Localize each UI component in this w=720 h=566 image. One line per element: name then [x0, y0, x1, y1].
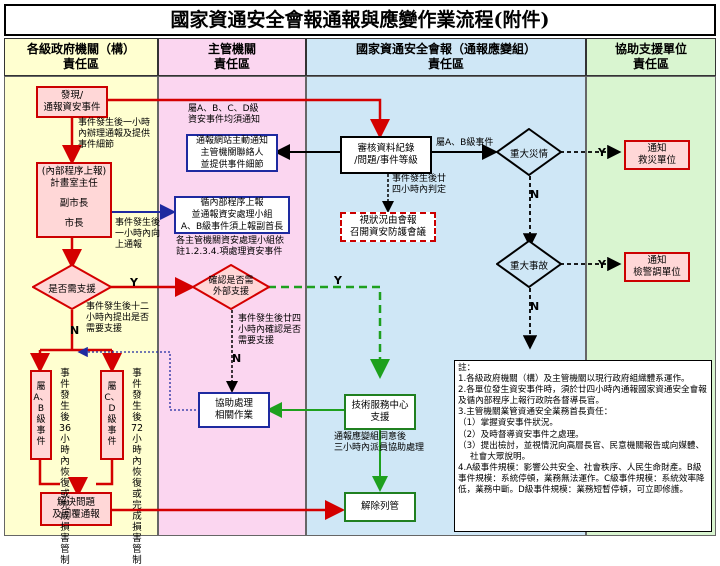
- major-event-diamond[interactable]: [496, 240, 562, 288]
- internal-report-box[interactable]: 循內部程序上報 並通報資安處理小組 A、B級事件須上報副首長: [174, 196, 290, 234]
- note-confirm-1hr: 事件發生後 一小時內向 上通報: [115, 218, 161, 250]
- yes-label-confirm: Y: [334, 274, 342, 287]
- legend-note-3: 3.主管機關業管資通安全業務首長責任：: [458, 407, 613, 418]
- arrow-ab-to-resolve: [38, 460, 60, 486]
- note-abcd-notify: 屬A、B、C、D級 資安事件均須通知: [188, 104, 261, 125]
- flow-connectors: [30, 98, 622, 520]
- review-box[interactable]: 審核資料紀錄 /問題/事件等級: [340, 136, 432, 174]
- notify-authority-box[interactable]: 通報網站主動通知 主管機關聯絡人 並提供事件細節: [186, 134, 278, 172]
- column-header-authority: 主管機關責任區: [158, 38, 306, 76]
- police-unit-box[interactable]: 通知 檢警調單位: [624, 252, 690, 282]
- close-case-box[interactable]: 解除列管: [344, 492, 416, 522]
- legend-note-2: 2.各單位發生資安事件時，須於廿四小時內通報國家資通安全會報及循內部程序上報行政…: [458, 385, 707, 407]
- class-ab-box[interactable]: 屬 A、B 級 事 件: [30, 370, 52, 460]
- internal-chain-box[interactable]: (內部程序上報) 計畫室主任 副市長 市長: [36, 162, 112, 238]
- need-support-label: 是否需支援: [48, 284, 96, 295]
- assist-box[interactable]: 協助處理 相關作業: [198, 392, 270, 428]
- legend-note-3-2: （2）及時督導資安事件之處理。: [458, 429, 584, 440]
- note-24hr-support: 事件發生後廿四 小時內確認是否 需要支援: [238, 314, 302, 346]
- deputy-mayor-label: 副市長: [59, 198, 89, 209]
- confirm-support-label: 確認是否需 外部支援: [208, 276, 254, 297]
- note-major-class: 屬A、B級事件: [436, 138, 494, 148]
- note-12hr-support: 事件發生後十二 小時內提出是否 需要支援: [86, 302, 150, 334]
- class-cd-box[interactable]: 屬 C、D 級 事 件: [100, 370, 124, 460]
- column-header-support: 協助支援單位責任區: [586, 38, 716, 76]
- rescue-unit-box[interactable]: 通知 救災單位: [624, 140, 690, 170]
- legend-note-3-1: （1）掌握資安事件狀況。: [458, 418, 558, 429]
- note-ab-recover: 事件發生後36小時內恢復或完成損害管制: [58, 368, 72, 566]
- major-disaster-diamond[interactable]: [496, 128, 562, 176]
- column-header-council: 國家資通安全會報（通報應變組）責任區: [306, 38, 586, 76]
- report-incident-box[interactable]: 發現/ 通報資安事件: [36, 86, 108, 118]
- legend-note-heading: 註：: [458, 363, 476, 373]
- column-header-agencies: 各級政府機關（構）責任區: [4, 38, 158, 76]
- note-tech-3hr: 通報應變組同意後 三小時內派員協助處理: [334, 432, 425, 453]
- no-label-disaster: N: [530, 188, 540, 201]
- resolve-report-box[interactable]: 解決問題 及回覆通報: [40, 492, 112, 526]
- legend-notes-panel: 註： 1.各級政府機關（構）及主管機關以現行政府組織體系運作。 2.各單位發生資…: [454, 360, 712, 532]
- arrow-assist-to-agency: [77, 346, 196, 411]
- no-label-event: N: [530, 300, 540, 313]
- note-report-1hr: 事件發生後一小時 內辦理通報及提供 事件細節: [78, 118, 151, 150]
- arrow-confirm-yes: [268, 285, 390, 379]
- note-cd-recover: 事件發生後72小時內恢復或完成損害管制: [130, 368, 144, 566]
- meeting-box[interactable]: 視狀況由會報 召開資安防護會議: [340, 212, 436, 242]
- yes-label-disaster: Y: [598, 146, 606, 159]
- mayor-label: 市長: [64, 218, 84, 229]
- note-team-process: 各主管機關資安處理小組依 註1.2.3.4.項處理資安事件: [176, 236, 285, 257]
- legend-note-3-3: （3）提出檢討，並視情況向高層長官、民意機關報告或向媒體、社會大眾說明。: [458, 440, 705, 462]
- yes-label-event: Y: [598, 258, 606, 271]
- tech-center-box[interactable]: 技術服務中心 支援: [344, 394, 416, 430]
- page-title: 國家資通安全會報通報與應變作業流程(附件): [4, 4, 716, 36]
- internal-chain-label: (內部程序上報) 計畫室主任: [41, 166, 107, 189]
- no-label-confirm: N: [232, 352, 242, 365]
- legend-note-4: 4.A級事件規模：影響公共安全、社會秩序、人民生命財產。B級事件規模：系統停頓，…: [458, 462, 705, 496]
- confirm-support-diamond[interactable]: [192, 264, 270, 310]
- no-label-need-support: N: [70, 324, 80, 337]
- legend-note-1: 1.各級政府機關（構）及主管機關以現行政府組織體系運作。: [458, 374, 690, 385]
- need-support-diamond[interactable]: [32, 264, 112, 310]
- yes-label-need-support: Y: [130, 276, 138, 289]
- note-judge-24hr: 事件發生後廿 四小時內判定: [392, 174, 447, 195]
- major-disaster-label: 重大災情: [509, 149, 548, 160]
- major-event-label: 重大事故: [509, 261, 548, 272]
- arrow-report-to-review: [108, 98, 390, 139]
